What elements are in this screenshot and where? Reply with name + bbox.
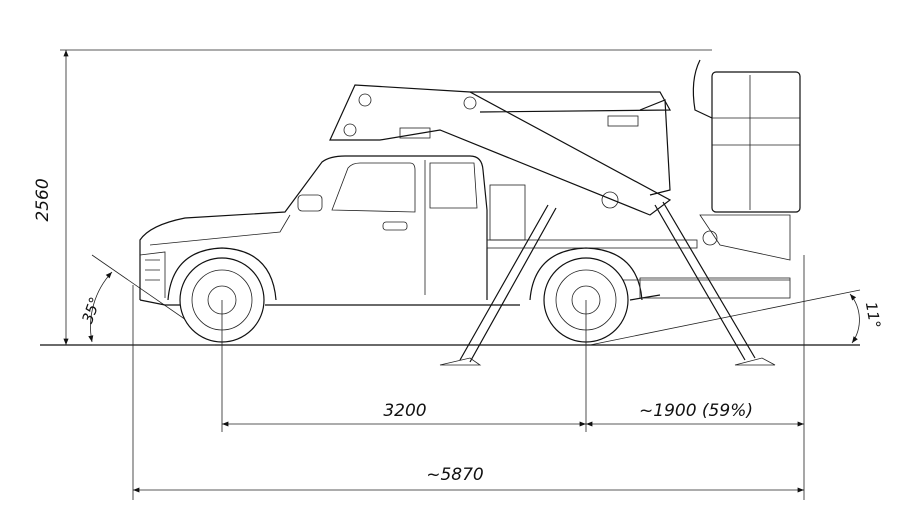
height-label: 2560	[33, 178, 53, 221]
wheelbase-dimension: 3200	[221, 401, 586, 427]
outriggers	[439, 201, 776, 366]
departure-angle-label: 11°	[862, 300, 884, 329]
overall-length-dimension: ~5870	[132, 465, 804, 493]
wheelbase-label: 3200	[383, 401, 426, 421]
rear-overhang-label: ~1900 (59%)	[639, 401, 753, 421]
departure-angle: 11°	[589, 289, 884, 346]
boom	[329, 84, 672, 216]
rear-overhang-dimension: ~1900 (59%)	[586, 401, 804, 427]
approach-angle-label: 35°	[78, 295, 104, 326]
overall-length-label: ~5870	[426, 465, 484, 485]
truck-body	[139, 155, 791, 306]
basket	[692, 59, 801, 261]
height-dimension: 2560	[33, 49, 712, 345]
